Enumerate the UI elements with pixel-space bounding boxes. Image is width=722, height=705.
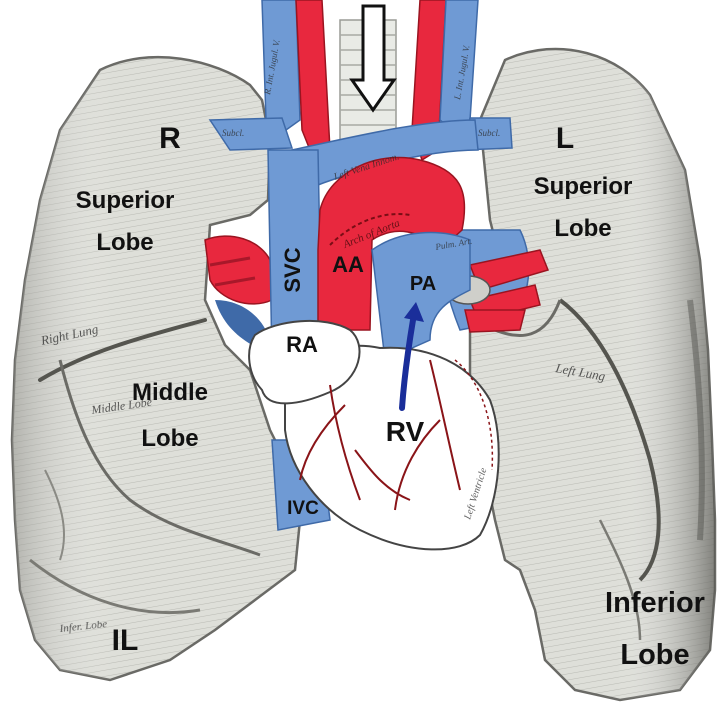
label-left-side: L xyxy=(556,122,574,155)
label-left-inferior-lobe-line2: Lobe xyxy=(620,639,689,671)
label-right-side: R xyxy=(159,122,181,155)
label-inferior-lobe-right: IL xyxy=(112,624,139,657)
label-svc: SVC xyxy=(280,247,305,292)
label-pa: PA xyxy=(410,273,436,295)
label-middle-lobe-line1: Middle xyxy=(132,379,208,406)
label-left-superior-lobe-line2: Lobe xyxy=(554,215,611,242)
label-right-superior-lobe-line1: Superior xyxy=(76,187,175,214)
engraved-subcl-right: Subcl. xyxy=(222,128,244,138)
label-middle-lobe-line2: Lobe xyxy=(141,425,198,452)
label-right-superior-lobe-line2: Lobe xyxy=(96,229,153,256)
label-ra: RA xyxy=(286,332,318,357)
label-aa: AA xyxy=(332,252,364,277)
label-left-inferior-lobe-line1: Inferior xyxy=(605,587,705,619)
label-left-superior-lobe-line1: Superior xyxy=(534,173,633,200)
engraved-subcl-left: Subcl. xyxy=(478,128,500,138)
label-ivc: IVC xyxy=(287,498,319,519)
label-rv: RV xyxy=(386,416,425,447)
